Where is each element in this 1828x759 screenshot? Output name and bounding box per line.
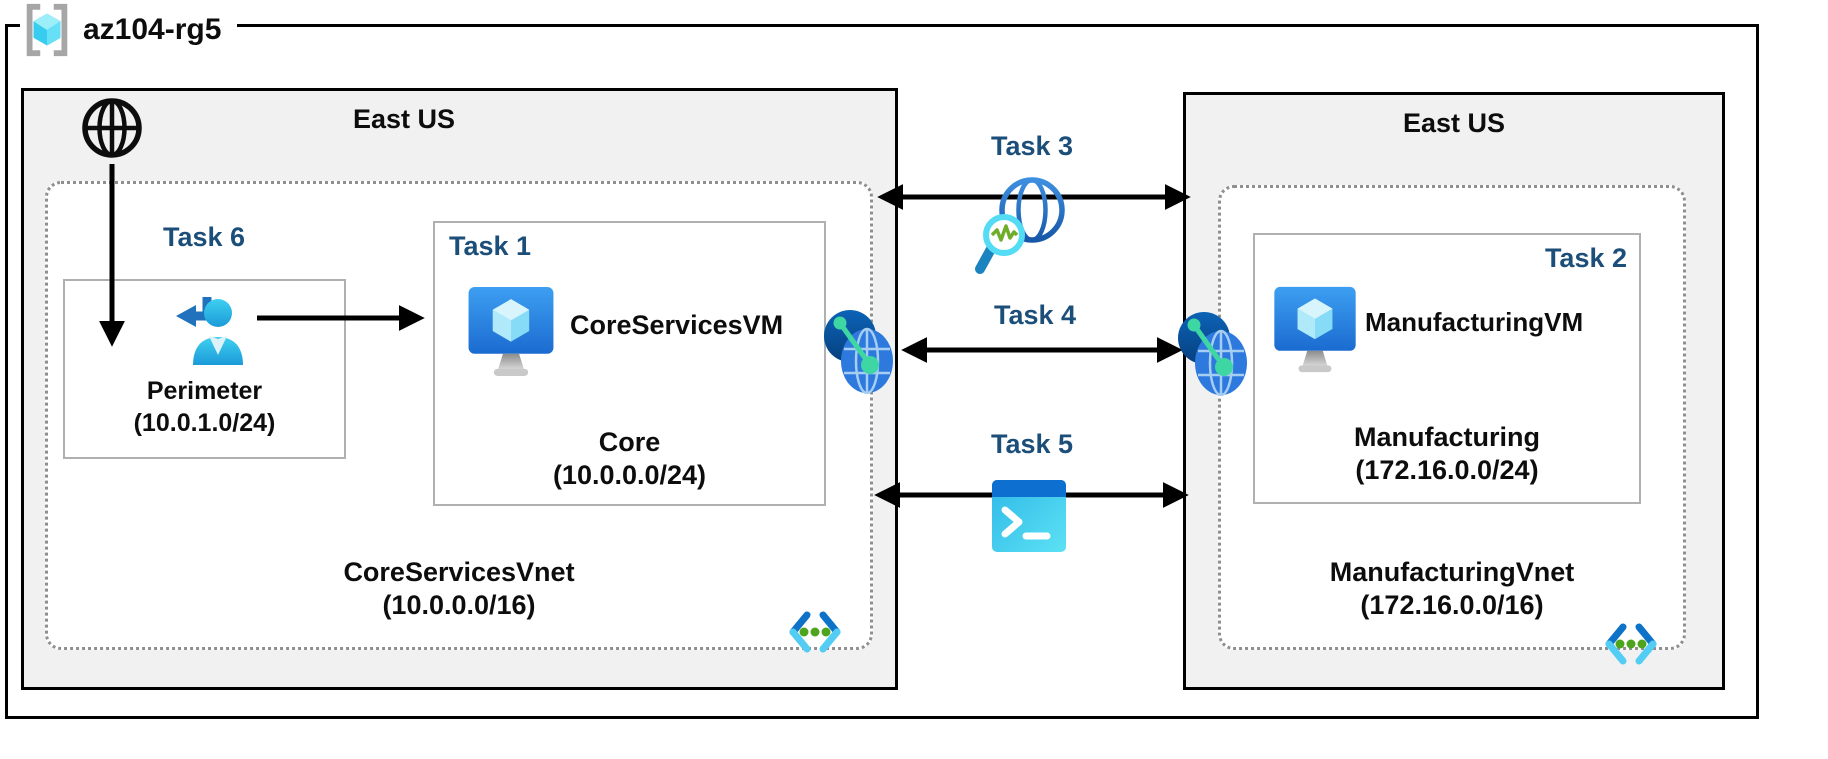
task3-label: Task 3 [990,131,1074,161]
vnet-name: CoreServicesVnet [343,557,575,587]
subnet-cidr: (10.0.0.0/24) [552,460,707,490]
task1-label: Task 1 [449,231,532,261]
subnet-manufacturing: Task 2 ManufacturingVM Manufacturing (17… [1253,233,1641,504]
subnet-cidr: (10.0.1.0/24) [133,409,276,437]
region-east-us-left: East US Task 6 Per [21,88,898,690]
subnet-core: Task 1 [433,221,826,506]
vm-name: CoreServicesVM [570,310,784,340]
subnet-name: Core [598,427,661,457]
user-return-arrow-icon [176,297,243,365]
subnet-cidr: (172.16.0.0/24) [1355,455,1539,485]
vm-name: ManufacturingVM [1365,307,1584,337]
vnet-label: ManufacturingVnet (172.16.0.0/16) [1221,556,1683,622]
subnet-label: Core (10.0.0.0/24) [435,426,824,492]
task2-label: Task 2 [1544,243,1627,273]
region-title: East US [352,104,456,134]
resource-group-header: az104-rg5 [20,2,238,58]
subnet-label: Manufacturing (172.16.0.0/24) [1255,421,1639,487]
vnet-cidr: (10.0.0.0/16) [382,590,536,620]
task4-label: Task 4 [993,300,1077,330]
region-east-us-right: East US Task 2 ManufacturingVM Manufactu… [1183,92,1725,690]
vnet-cidr: (172.16.0.0/16) [1360,590,1544,620]
vnet-manufacturing: Task 2 ManufacturingVM Manufacturing (17… [1218,185,1686,650]
subnet-name: Manufacturing [1354,422,1540,452]
task6-label: Task 6 [163,222,246,252]
vnet-name: ManufacturingVnet [1329,557,1575,587]
subnet-name: Perimeter [146,377,263,405]
vnet-label: CoreServicesVnet (10.0.0.0/16) [48,556,870,622]
resource-group-name: az104-rg5 [83,13,222,46]
vm-icon [468,287,554,376]
task5-label: Task 5 [990,429,1074,459]
region-title: East US [1402,108,1506,138]
vm-icon [1274,286,1356,373]
resource-group-icon [26,3,68,57]
resource-group-frame [5,24,1759,719]
subnet-label: Perimeter (10.0.1.0/24) [65,375,344,439]
vnet-coreservices: Task 6 Perimeter (10 [45,181,873,650]
subnet-perimeter: Perimeter (10.0.1.0/24) [63,279,346,459]
